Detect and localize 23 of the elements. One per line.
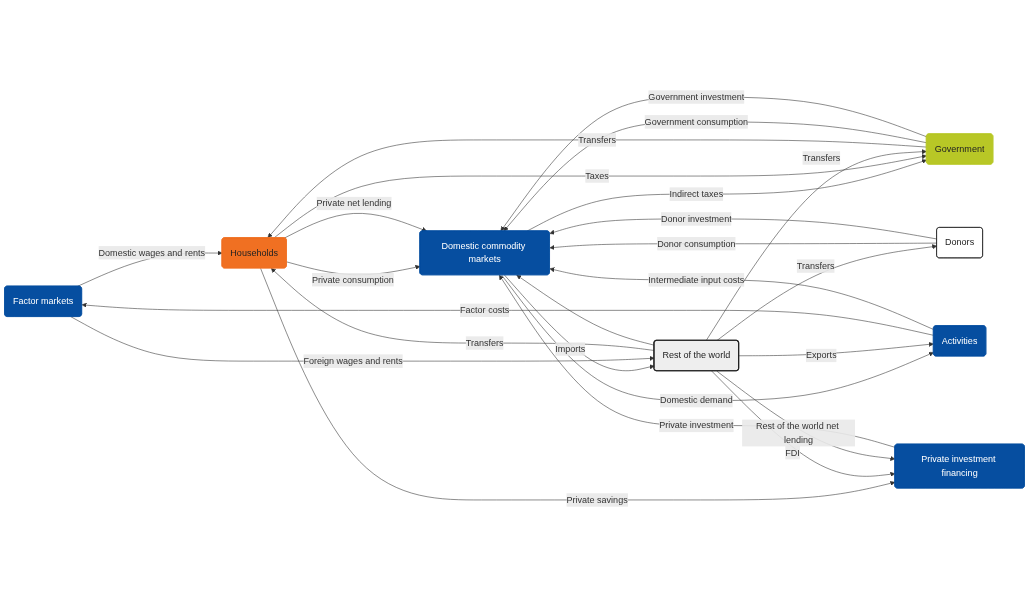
- edge-label: Transfers: [796, 261, 835, 271]
- edge-label: Exports: [806, 350, 837, 361]
- edge-label: Private savings: [566, 494, 628, 505]
- edge-label: Taxes: [585, 170, 609, 181]
- edge-label: Transfers: [465, 338, 504, 348]
- edge-label: Imports: [555, 343, 586, 354]
- edge-label: Intermediate input costs: [648, 274, 745, 285]
- edge-label: Government consumption: [644, 116, 748, 127]
- edge-label: Private net lending: [316, 198, 392, 208]
- edge-label: Domestic demand: [659, 395, 733, 406]
- edge-label: Transfers: [578, 134, 616, 145]
- edge-label: Factor costs: [460, 305, 510, 315]
- edge-label: Foreign wages and rents: [303, 356, 403, 366]
- edge-label: FDI: [785, 447, 800, 458]
- edge-label: Private consumption: [311, 274, 394, 285]
- edge-label: Donor investment: [660, 213, 732, 224]
- edge-label: Government investment: [648, 91, 745, 102]
- edge-label: Transfers: [802, 152, 841, 163]
- edge-label: Domestic wages and rents: [98, 247, 205, 258]
- edge-label: Rest of the world net lending: [755, 421, 839, 445]
- edge-label: Indirect taxes: [669, 189, 724, 199]
- edge-label: Donor consumption: [657, 238, 736, 249]
- edge-label: Private investment: [659, 420, 734, 430]
